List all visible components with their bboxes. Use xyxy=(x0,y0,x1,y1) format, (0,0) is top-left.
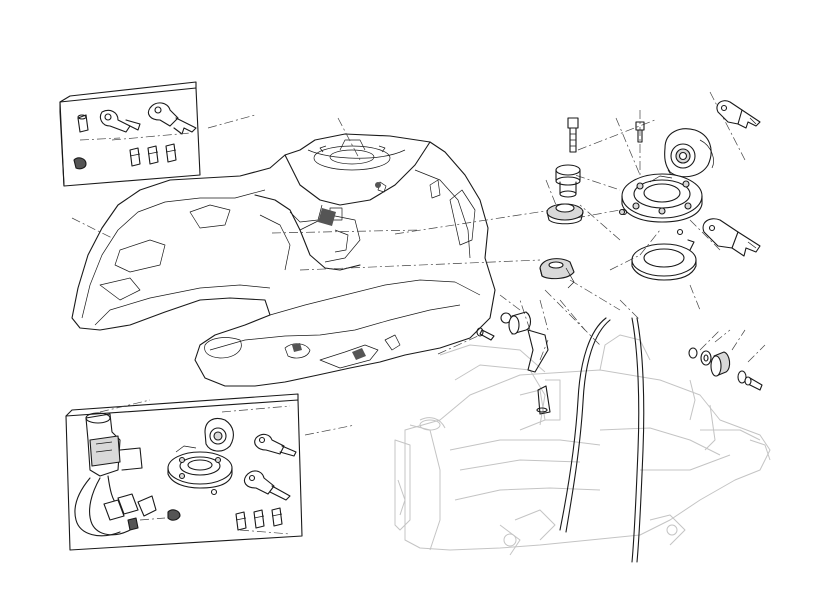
inset-ignition-cap-kit xyxy=(65,393,303,551)
rubber-mount-front xyxy=(546,203,584,225)
leader-lines xyxy=(71,91,766,436)
left-bushings xyxy=(476,311,551,415)
frame-ghost xyxy=(394,334,771,556)
rubber-mount-rear xyxy=(539,258,575,289)
small-screw xyxy=(618,208,626,216)
bushing-kit xyxy=(688,347,763,391)
cap-screw xyxy=(567,117,579,153)
mounting-spacer xyxy=(555,164,581,198)
breather-hose xyxy=(559,317,645,563)
cap-bolt xyxy=(635,121,645,143)
tank-cap-assembly xyxy=(620,128,714,236)
tank-seal-ring xyxy=(631,239,697,281)
key-upper xyxy=(716,100,761,129)
inset-lock-set xyxy=(59,81,201,187)
key-lower xyxy=(702,218,761,257)
fuel-tank xyxy=(71,133,496,387)
